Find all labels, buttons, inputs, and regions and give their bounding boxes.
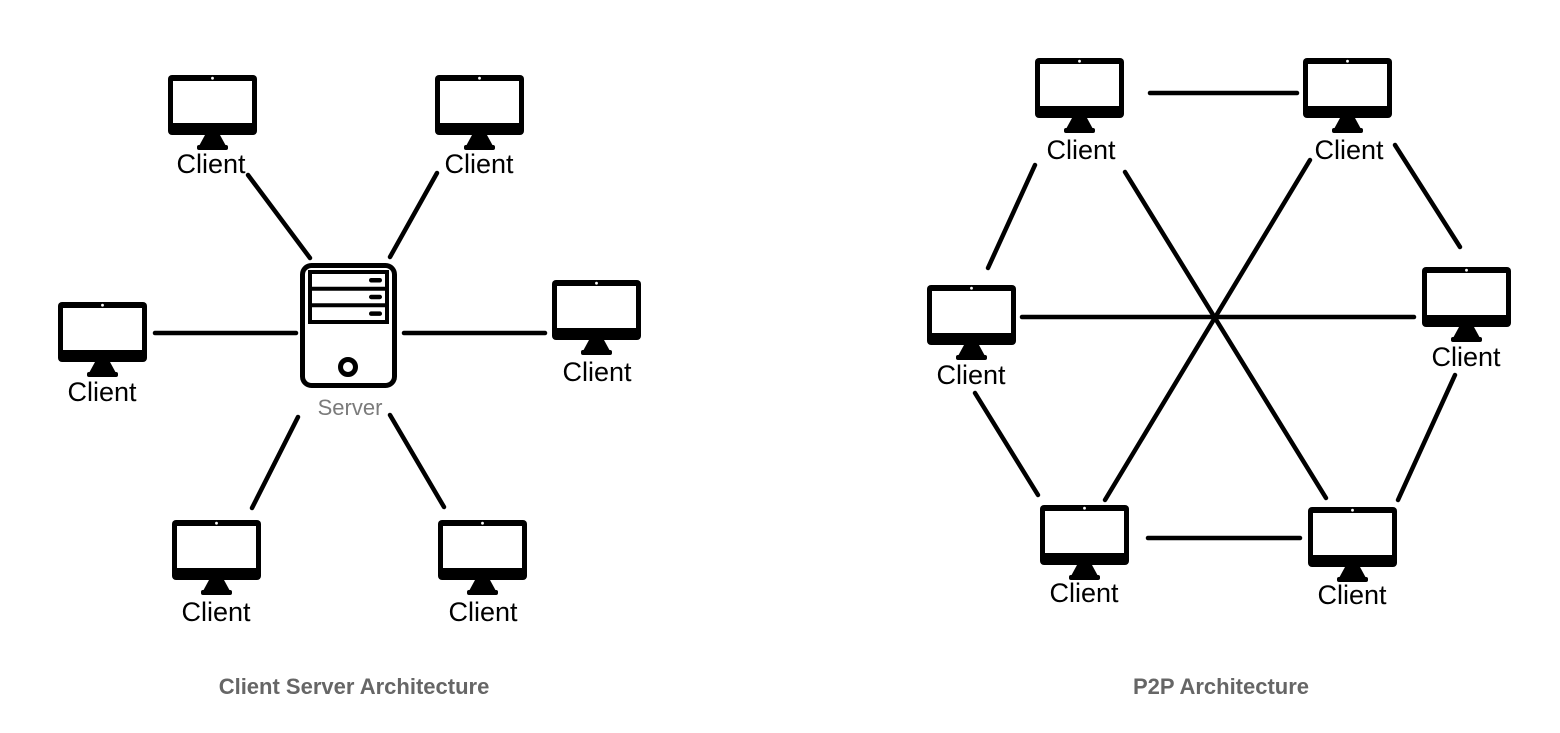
client-computer-icon — [438, 520, 527, 595]
cs-link-bottomleft-client-to-server — [249, 414, 301, 511]
peer-computer-icon — [1303, 58, 1392, 133]
p2p-client-label-topright: Client — [1314, 135, 1384, 165]
cs-client-label-bottomleft: Client — [181, 597, 251, 627]
client-computer-icon — [552, 280, 641, 355]
peer-computer-icon — [1040, 505, 1129, 580]
p2p-client-label-topleft: Client — [1046, 135, 1116, 165]
cs-client-label-topleft: Client — [176, 149, 246, 179]
p2p-client-label-left: Client — [936, 360, 1006, 390]
cs-link-topright-client-to-server — [387, 170, 440, 260]
client-computer-icon — [168, 75, 257, 150]
cs-link-topleft-client-to-server — [245, 172, 313, 261]
p2p-link-topleft-bottomright — [1122, 169, 1329, 501]
p2p-link-topright-bottomleft — [1102, 157, 1313, 503]
client-computer-icon — [435, 75, 524, 150]
client-computer-icon — [58, 302, 147, 377]
cs-client-label-right: Client — [562, 357, 632, 387]
peer-computer-icon — [1308, 507, 1397, 582]
client-computer-icon — [172, 520, 261, 595]
p2p-diagram-title: P2P Architecture — [1132, 674, 1310, 699]
p2p-client-label-bottomright: Client — [1317, 580, 1387, 610]
cs-client-label-left: Client — [67, 377, 137, 407]
peer-computer-icon — [1422, 267, 1511, 342]
peer-computer-icon — [1035, 58, 1124, 133]
cs-client-label-topright: Client — [444, 149, 514, 179]
p2p-link-topright-right — [1392, 142, 1463, 250]
cs-client-label-bottomright: Client — [448, 597, 518, 627]
p2p-link-topleft-left — [985, 162, 1038, 271]
p2p-client-label-bottomleft: Client — [1049, 578, 1119, 608]
cs-server-label: Server — [317, 395, 383, 420]
p2p-client-label-right: Client — [1431, 342, 1501, 372]
client-server-diagram-title: Client Server Architecture — [218, 674, 490, 699]
cs-link-bottomright-client-to-server — [387, 412, 447, 510]
p2p-link-right-bottomright — [1395, 372, 1458, 503]
peer-computer-icon — [927, 285, 1016, 360]
server-tower-icon — [303, 266, 395, 386]
p2p-link-left-bottomleft — [972, 390, 1041, 498]
